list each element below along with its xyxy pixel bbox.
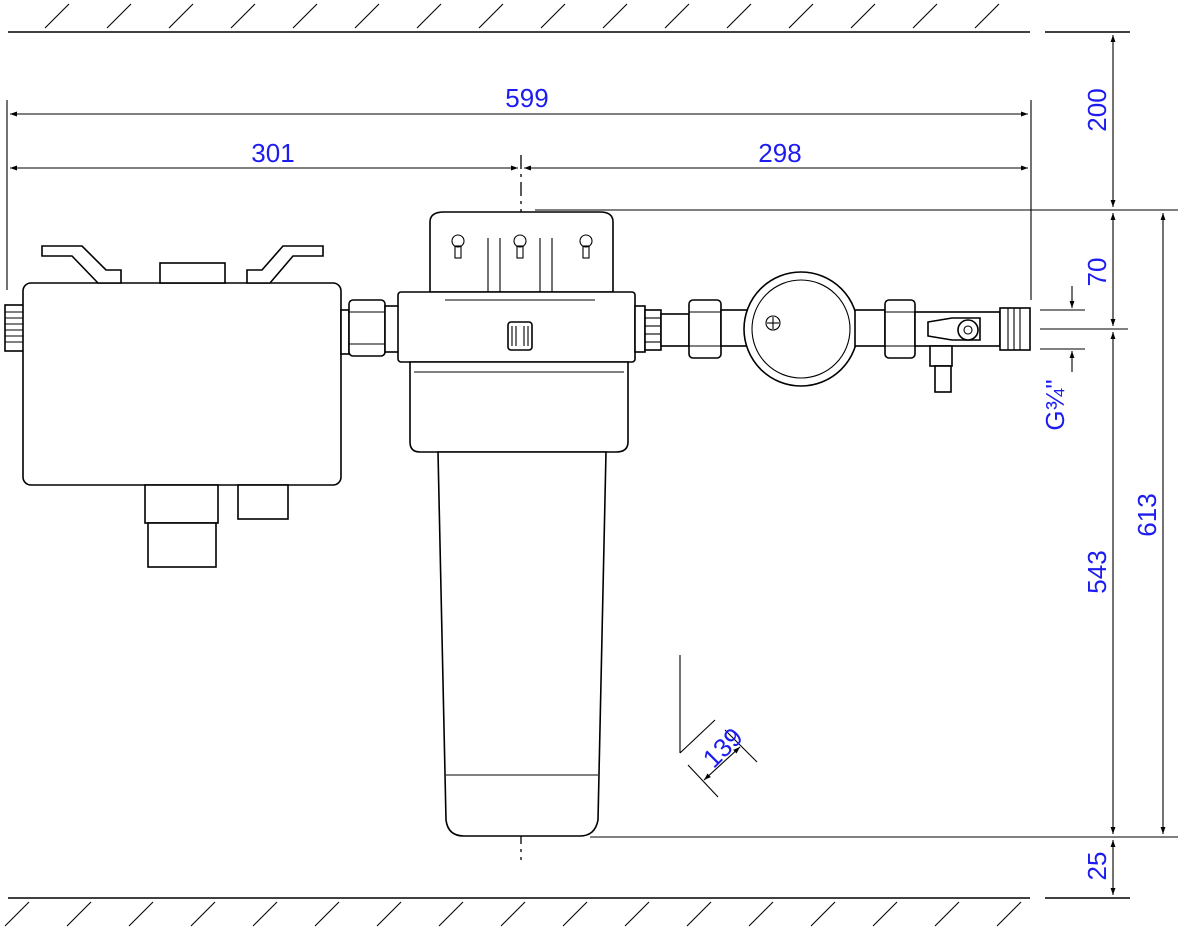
water-filter	[397, 211, 646, 837]
hatch-line	[602, 3, 628, 29]
dim-left-width: 301	[251, 138, 294, 168]
dim-total-height: 613	[1132, 493, 1162, 536]
hatch-line	[478, 3, 504, 29]
hatch-line	[726, 3, 752, 29]
hatch-line	[500, 901, 526, 927]
dim-clearance-top: 200	[1082, 88, 1112, 131]
angle-dimension: 139	[679, 655, 758, 798]
hatch-line	[850, 3, 876, 29]
ceiling-wall	[8, 3, 1130, 33]
hatch-line	[540, 3, 566, 29]
hatch-line	[748, 901, 774, 927]
extension-lines	[535, 209, 1178, 838]
hatch-line	[168, 3, 194, 29]
dim-right-width: 298	[758, 138, 801, 168]
dim-overall-width: 599	[505, 83, 548, 113]
hatch-line	[974, 3, 1000, 29]
left-union	[348, 299, 400, 357]
hatch-line	[190, 901, 216, 927]
hatch-line	[230, 3, 256, 29]
hatch-line	[438, 901, 464, 927]
hatch-line	[872, 901, 898, 927]
hatch-line	[44, 3, 70, 29]
hatch-line	[292, 3, 318, 29]
horizontal-dimensions: 599 301 298	[6, 83, 1032, 300]
vertical-dimensions: 200 70 543 613 25	[1082, 35, 1166, 895]
hatch-line	[4, 901, 30, 927]
hatch-line	[996, 901, 1022, 927]
dim-head-to-pipe: 70	[1082, 258, 1112, 287]
hatch-line	[788, 3, 814, 29]
hatch-line	[686, 901, 712, 927]
hatch-line	[912, 3, 938, 29]
hatch-line	[314, 901, 340, 927]
hatch-line	[562, 901, 588, 927]
hatch-line	[252, 901, 278, 927]
hatch-line	[664, 3, 690, 29]
floor-wall	[4, 897, 1130, 927]
water-meter-assembly	[644, 271, 1031, 393]
dim-pipe-to-bottom: 543	[1082, 550, 1112, 593]
hatch-line	[128, 901, 154, 927]
floor-hatching	[4, 901, 1022, 927]
ceiling-hatching	[44, 3, 1000, 29]
thread-dimension: G¾"	[1040, 286, 1085, 431]
hatch-line	[354, 3, 380, 29]
hatch-line	[810, 901, 836, 927]
control-unit	[4, 245, 350, 568]
hatch-line	[376, 901, 402, 927]
dim-clearance-bottom: 25	[1082, 852, 1112, 881]
hatch-line	[934, 901, 960, 927]
hatch-line	[624, 901, 650, 927]
hatch-line	[106, 3, 132, 29]
hatch-line	[66, 901, 92, 927]
dim-thread-size: G¾"	[1040, 379, 1070, 430]
water-meter	[743, 271, 859, 387]
hatch-line	[416, 3, 442, 29]
